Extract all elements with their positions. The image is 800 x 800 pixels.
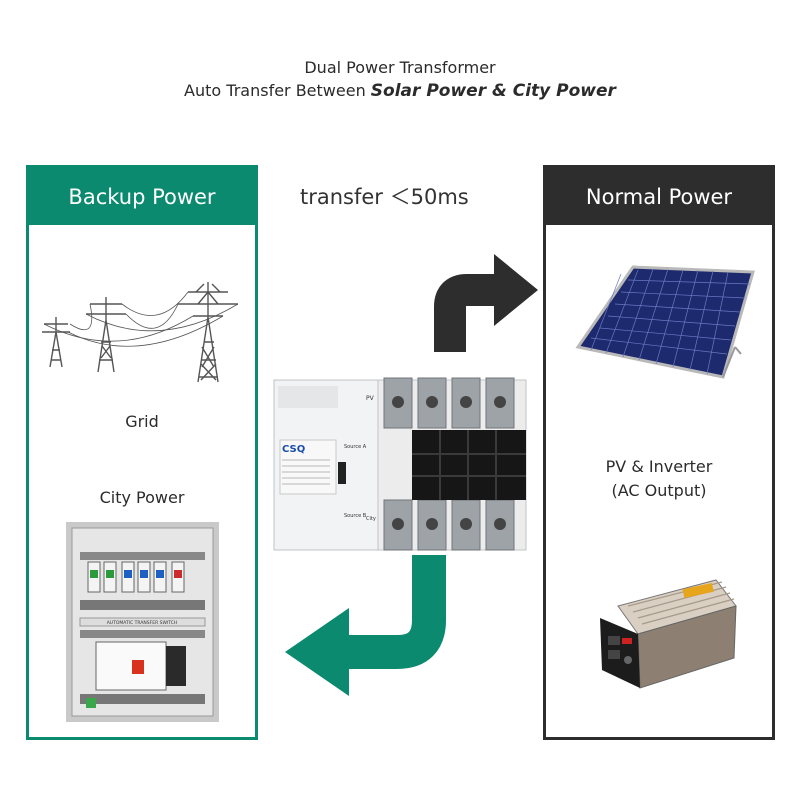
inverter-icon [600, 579, 737, 689]
title-line-1: Dual Power Transformer [304, 58, 496, 77]
title-line-2-prefix: Auto Transfer Between [184, 81, 371, 100]
title-line-2-emphasis: Solar Power & City Power [370, 81, 616, 101]
device-source-a-label: Source A [344, 444, 367, 450]
title-line-2: Auto Transfer Between Solar Power & City… [0, 81, 800, 101]
normal-power-panel: Normal Power [543, 165, 775, 740]
arrow-to-normal-power-icon [434, 254, 538, 352]
backup-power-panel: Backup Power [26, 165, 258, 740]
cabinet-label: AUTOMATIC TRANSFER SWITCH [107, 620, 178, 626]
transfer-switch-device: CSQ Source A Source B PV City Power [273, 377, 527, 551]
device-source-b-label: Source B [344, 513, 367, 519]
device-brand-label: CSQ [282, 444, 305, 455]
transfer-time-label: transfer ＜50ms [300, 185, 469, 209]
power-towers-icon [42, 282, 239, 383]
arrow-to-backup-power-icon [285, 555, 446, 696]
grid-label: Grid [125, 412, 159, 431]
electrical-cabinet-icon: AUTOMATIC TRANSFER SWITCH [66, 522, 219, 722]
pv-inverter-label: PV & Inverter [605, 457, 713, 476]
city-power-label: City Power [99, 488, 185, 507]
ac-output-label: (AC Output) [611, 481, 707, 500]
device-pv-tag: PV [366, 395, 375, 402]
backup-power-title: Backup Power [29, 168, 255, 225]
normal-power-title: Normal Power [546, 168, 772, 225]
solar-panel-icon [575, 265, 755, 379]
